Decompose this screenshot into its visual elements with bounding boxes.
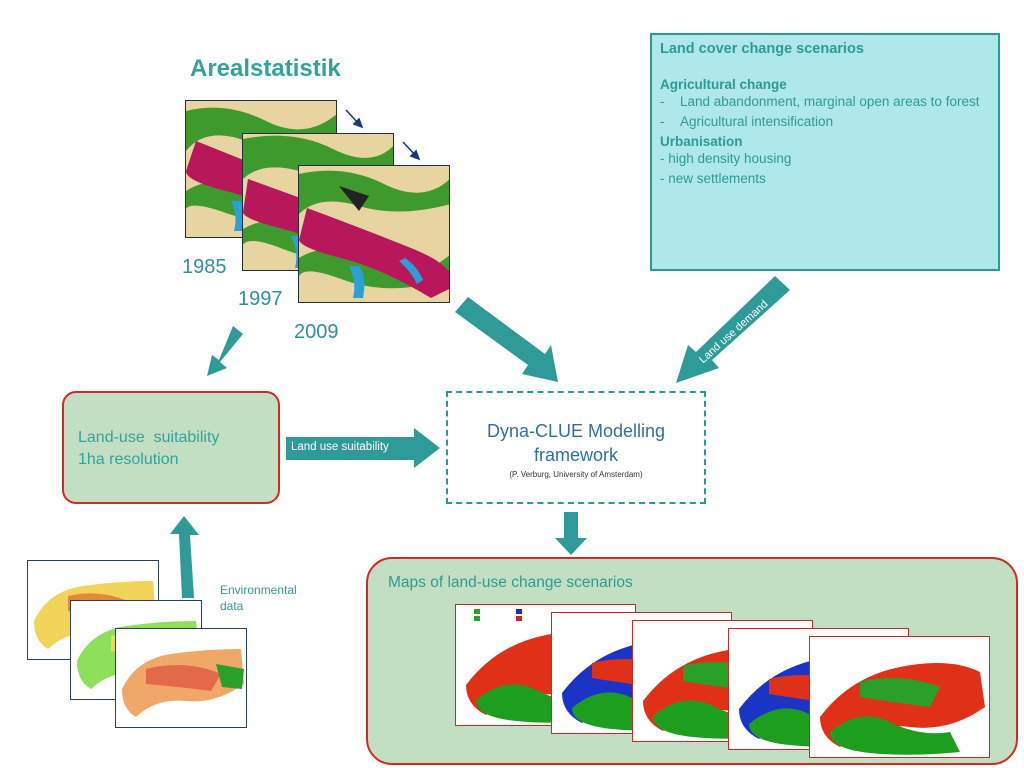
urban-item-settlements: - new settlements <box>660 171 766 186</box>
land-cover-scenarios-box: Land cover change scenarios Agricultural… <box>650 33 1000 271</box>
scenario-maps-title: Maps of land-use change scenarios <box>388 574 633 591</box>
scenario-map-5 <box>809 636 990 758</box>
scenarios-heading: Land cover change scenarios <box>660 41 864 57</box>
year-label-1997: 1997 <box>238 288 283 310</box>
env-label-line-2: data <box>220 599 244 613</box>
arrow-env-to-suitability-icon <box>170 516 199 598</box>
dyna-clue-modelling-box: Dyna-CLUE Modelling framework (P. Verbur… <box>446 391 706 504</box>
land-use-suitability-label: Land use suitability <box>291 441 389 453</box>
suitability-line-1: Land-use suitability <box>78 429 220 446</box>
environmental-data-label: Environmental data <box>220 582 297 614</box>
land-use-suitability-arrow <box>286 428 440 468</box>
suitability-line-2: 1ha resolution <box>78 451 179 468</box>
arealstatistik-title: Arealstatistik <box>190 55 341 82</box>
arrow-1997-to-2009-icon <box>402 141 421 161</box>
land-use-map-2009 <box>298 165 450 303</box>
model-credit: (P. Verburg, University of Amsterdam) <box>509 470 643 479</box>
year-label-1985: 1985 <box>182 256 227 278</box>
model-title-line-1: Dyna-CLUE Modelling <box>486 421 666 441</box>
env-label-line-1: Environmental <box>220 583 297 597</box>
arrow-1985-to-1997-icon <box>345 109 364 129</box>
urban-item-housing: - high density housing <box>660 151 792 166</box>
initial-state-arrow <box>455 297 558 382</box>
agri-item-intensification: - Agricultural intensification <box>660 112 990 132</box>
land-use-demand-arrow <box>676 276 790 383</box>
list-item-text: Agricultural intensification <box>680 114 834 129</box>
arrow-model-to-maps-icon <box>555 512 587 555</box>
list-dash: - <box>660 94 665 109</box>
urbanisation-heading: Urbanisation <box>660 134 743 149</box>
list-item-text: Land abandonment, marginal open areas to… <box>680 94 980 109</box>
list-dash: - <box>660 114 665 129</box>
land-use-suitability-box: Land-use suitability 1ha resolution <box>62 391 280 504</box>
model-title-line-2: framework <box>533 445 618 465</box>
arrow-maps-to-suitability-icon <box>207 326 243 376</box>
environmental-map-3 <box>115 628 247 728</box>
agri-item-abandonment: - Land abandonment, marginal open areas … <box>660 92 990 112</box>
agricultural-change-heading: Agricultural change <box>660 77 787 92</box>
year-label-2009: 2009 <box>294 321 339 343</box>
